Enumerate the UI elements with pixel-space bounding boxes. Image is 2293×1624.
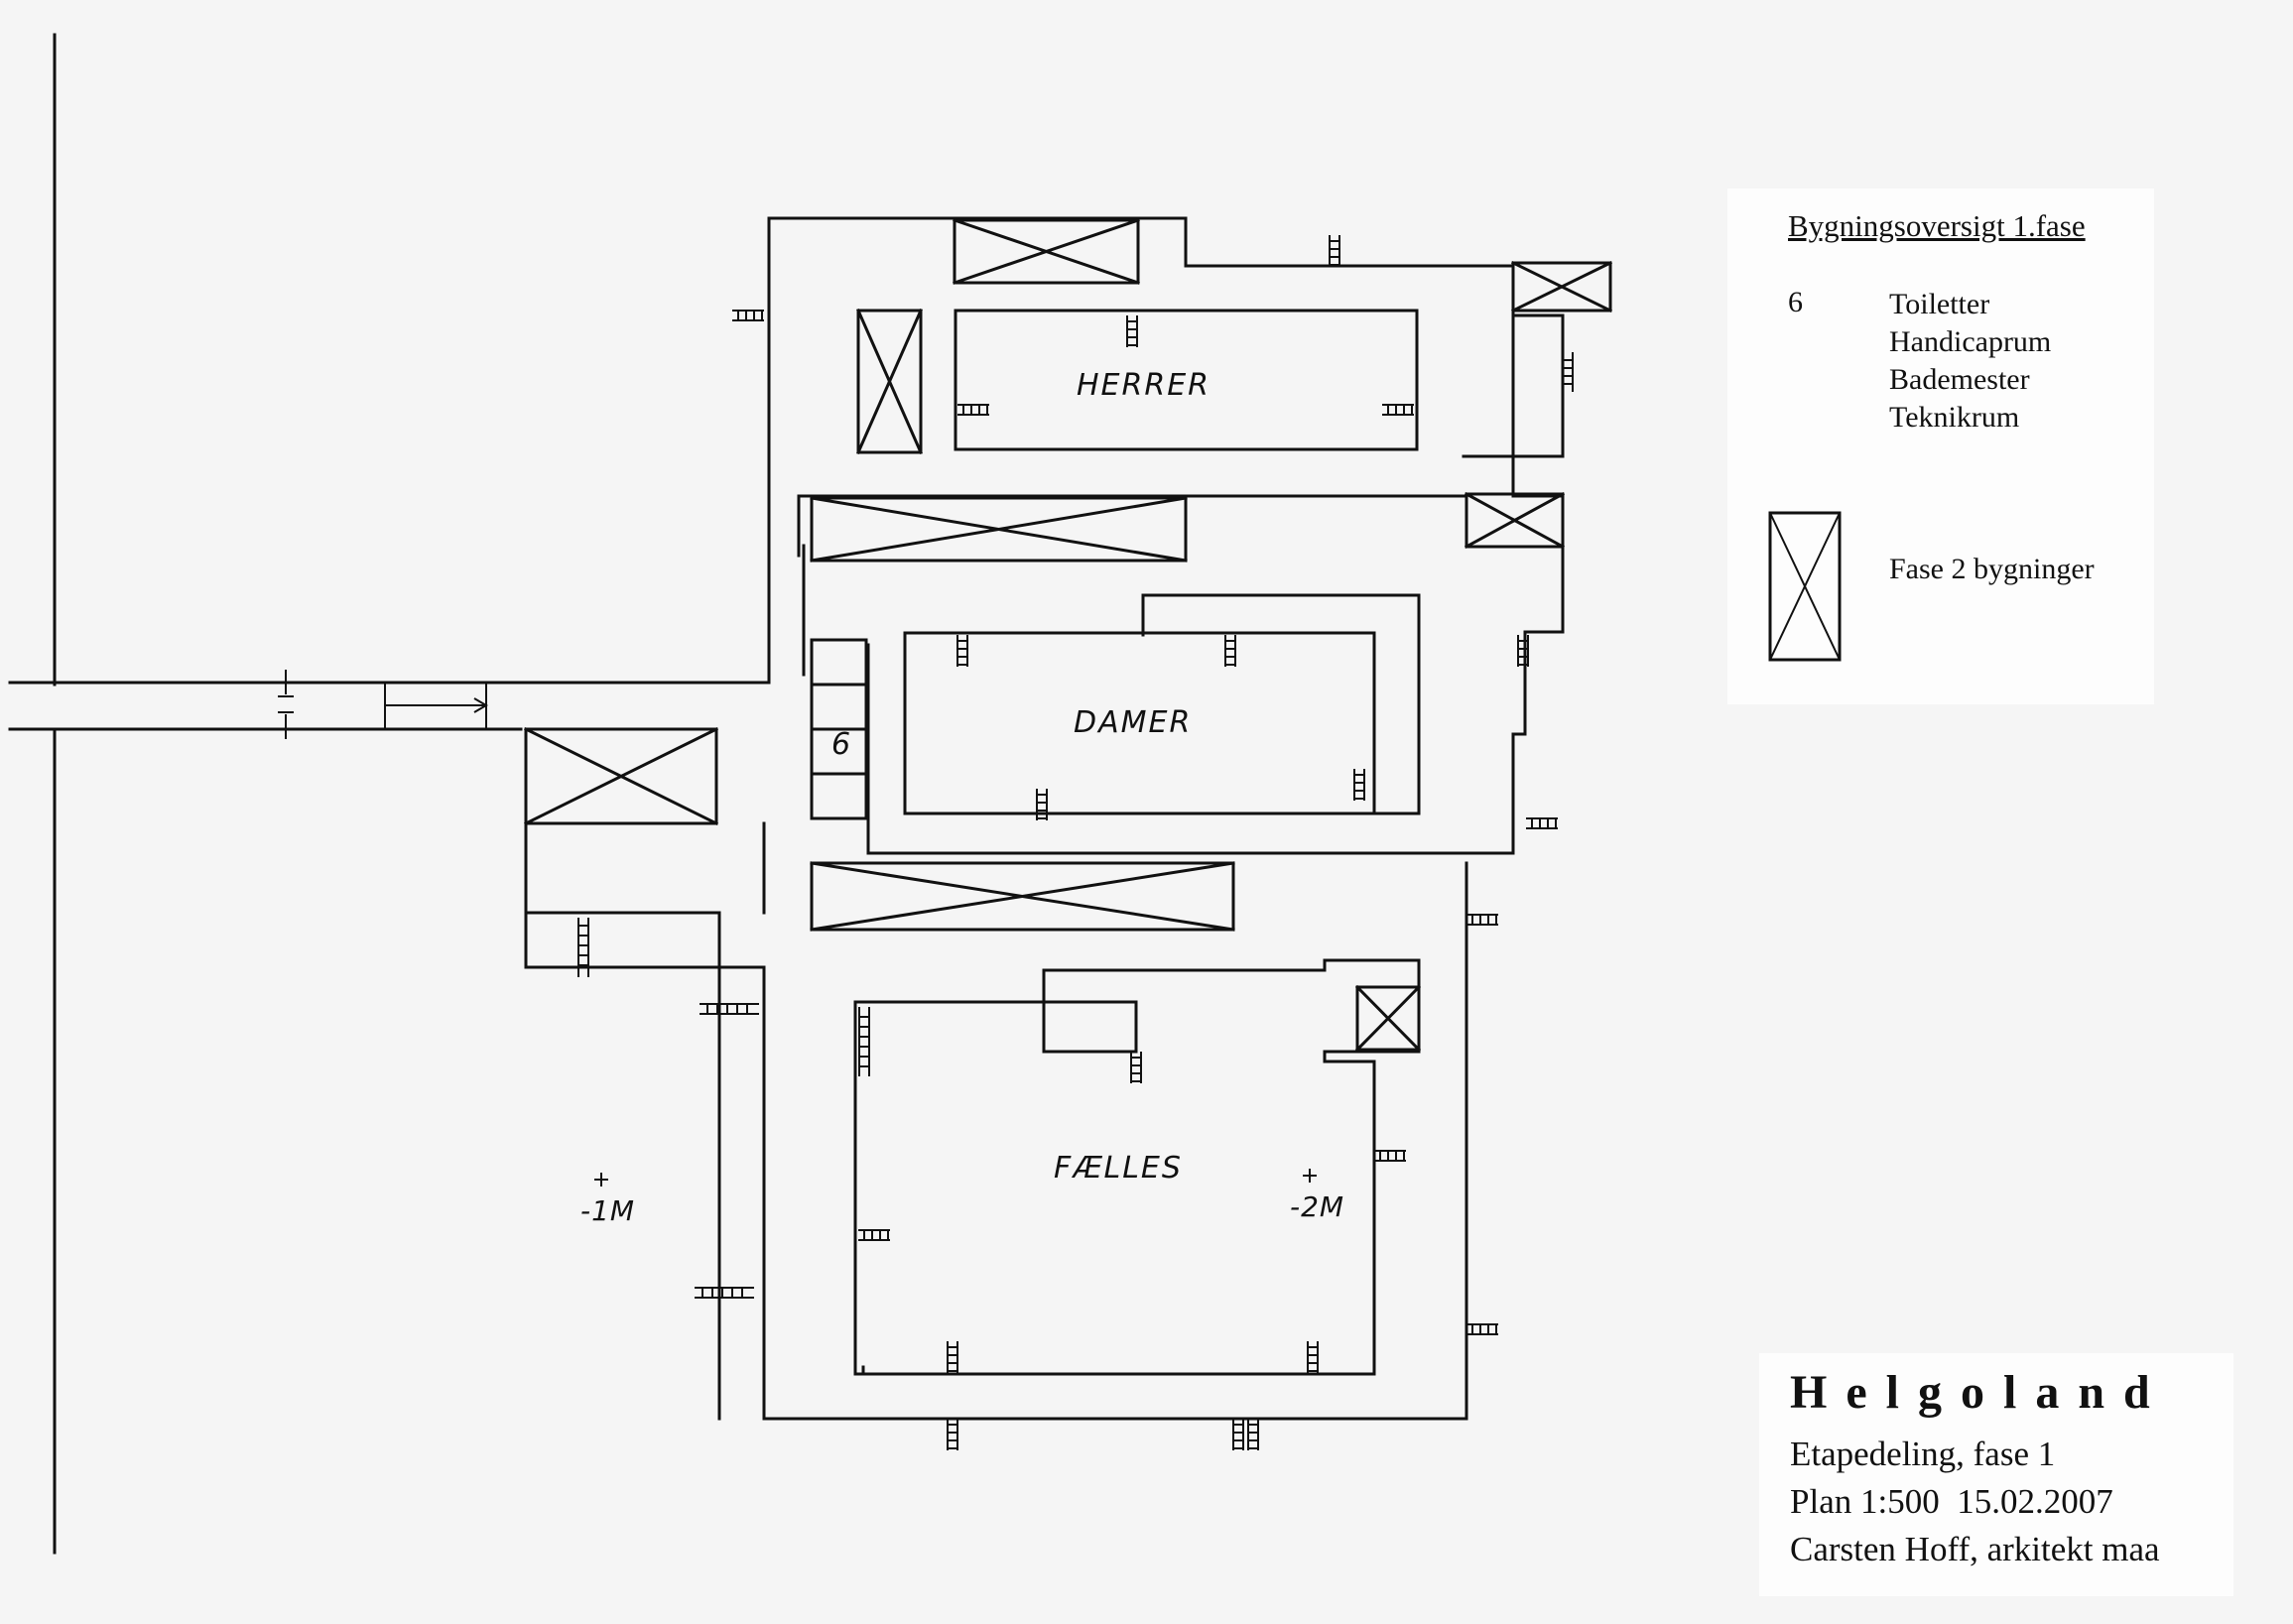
damer-building: [903, 593, 1421, 815]
phase2-buildings: [523, 218, 1613, 1053]
legend-item: Toiletter: [1889, 288, 1990, 320]
plan-scale-date: Plan 1:500 15.02.2007: [1790, 1482, 2113, 1521]
phase2-swatch-icon: [1768, 511, 1842, 662]
phase2-label: Fase 2 bygninger: [1889, 553, 2095, 585]
level-label-right: -2M: [1290, 1190, 1344, 1223]
room-label-toilet-count: 6: [831, 727, 852, 762]
room-label-herrer: HERRER: [1077, 368, 1210, 403]
building-envelope: [767, 216, 1565, 855]
project-name: Helgoland: [1790, 1366, 2169, 1419]
lower-corridor: [524, 821, 1468, 1421]
author-line: Carsten Hoff, arkitekt maa: [1790, 1530, 2160, 1568]
herrer-building: [954, 309, 1419, 451]
room-label-damer: DAMER: [1074, 705, 1192, 740]
site-boundary: [8, 33, 771, 1555]
toilet-block: [810, 638, 868, 820]
level-label-left: -1M: [580, 1194, 635, 1227]
legend-item: Handicaprum: [1889, 325, 2052, 358]
legend-box: Bygningsoversigt 1.fase 6 Toiletter Hand…: [1727, 188, 2154, 704]
project-subtitle: Etapedeling, fase 1: [1790, 1435, 2056, 1473]
access-road-marks: [278, 670, 488, 739]
title-block: Helgoland Etapedeling, fase 1 Plan 1:500…: [1759, 1353, 2233, 1596]
room-label-faelles: FÆLLES: [1054, 1151, 1183, 1186]
legend-item: Bademester: [1889, 363, 2030, 396]
stairs: [577, 235, 1574, 1450]
legend-item-list: Toiletter Handicaprum Bademester Teknikr…: [1889, 286, 2051, 437]
legend-item: Teknikrum: [1889, 401, 2020, 434]
level-markers: [594, 1169, 1317, 1187]
legend-title: Bygningsoversigt 1.fase: [1788, 208, 2086, 243]
faelles-building: [853, 958, 1421, 1376]
legend-count: 6: [1788, 286, 1803, 318]
